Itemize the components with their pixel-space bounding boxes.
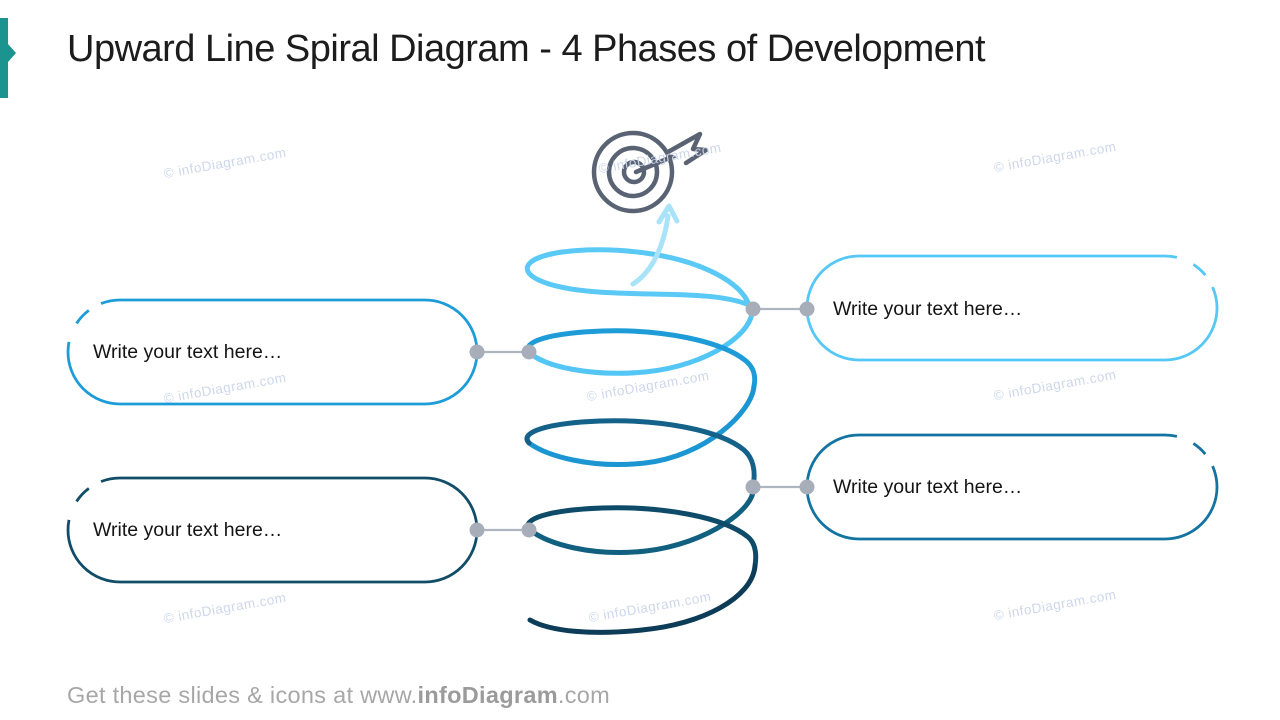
spiral-phase1-upper xyxy=(525,505,759,569)
connector-dot xyxy=(745,301,761,317)
connector-dot xyxy=(745,479,761,495)
text-box-right-top-label[interactable]: Write your text here… xyxy=(833,298,1023,320)
text-box-left-top-label[interactable]: Write your text here… xyxy=(93,341,283,363)
connector-dot xyxy=(799,301,815,317)
spiral-arrow-head xyxy=(656,203,680,225)
text-box-right-bottom-label[interactable]: Write your text here… xyxy=(833,476,1023,498)
connector-dot xyxy=(521,344,537,360)
spiral-phase4-descending xyxy=(527,303,755,376)
slide-title: Upward Line Spiral Diagram - 4 Phases of… xyxy=(67,28,986,70)
spiral-phase3-descending xyxy=(526,383,757,468)
title-accent-arrow xyxy=(0,18,16,98)
connector-dot xyxy=(469,522,485,538)
connector-dot xyxy=(521,522,537,538)
footer-credit: Get these slides & icons at www.infoDiag… xyxy=(67,682,610,709)
connector-dot xyxy=(469,344,485,360)
target-dart-feather xyxy=(665,131,709,166)
target-middle-ring xyxy=(606,145,660,199)
spiral-arrow-shaft xyxy=(630,213,671,287)
spiral-phase4-top-loop xyxy=(524,247,752,308)
target-outer-ring xyxy=(591,130,675,214)
target-icon xyxy=(591,130,709,214)
spiral-phase2-upper xyxy=(524,418,757,490)
text-box-left-bottom-label[interactable]: Write your text here… xyxy=(93,519,283,541)
spiral-phase3-upper xyxy=(525,328,758,389)
spiral-phase2-descending xyxy=(527,484,756,555)
connector-dot xyxy=(799,479,815,495)
footer-text-prefix: Get these slides & icons at www. xyxy=(67,682,418,708)
footer-text-suffix: .com xyxy=(557,682,611,708)
footer-brand: infoDiagram xyxy=(417,682,558,708)
spiral-phase1-bottom xyxy=(527,563,758,635)
target-inner-ring xyxy=(621,159,647,185)
